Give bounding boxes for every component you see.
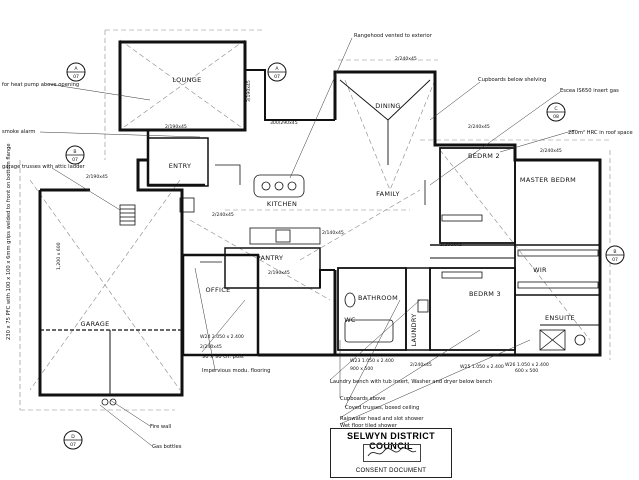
note-impervious: Impervious modu. flooring [202,368,270,374]
dim-5: 2/240x45 [468,124,490,130]
room-pantry: PANTRY [257,254,284,262]
dim-4: 2/190x45 [86,174,108,180]
note-post: 90 x 90 cn. post [202,354,244,360]
section-c-sheet: 08 [553,114,559,120]
dim-3: 3/190x45 [246,80,252,102]
dim-19: 600 x 500 [515,368,538,374]
note-smoke: smoke alarm [2,129,35,135]
dim-7: 2/140x45 [322,230,344,236]
dimension-labels: 2/240x45 2/190x45 3/190x45 2/190x45 2/24… [56,56,562,374]
dim-12: 2/290x45 [440,242,462,248]
room-lounge: LOUNGE [172,76,201,84]
annotation-notes: Rangehood vented to exterior Cupboards b… [2,33,633,450]
note-pfc: 230 x 75 PFC with 100 x 100 x 6mm grips … [6,143,12,340]
dim-6: 2/240x45 [540,148,562,154]
room-laundry: LAUNDRY [410,313,418,346]
section-marker-c: C 08 [546,102,566,122]
section-a2-letter: A [275,66,279,72]
section-d-sheet: 07 [70,442,76,448]
note-cupboards-above: Cupboards above [340,396,385,402]
section-marker-a-right: A 07 [267,62,287,82]
dim-18: 900 x 500 [350,366,373,372]
dim-9: 300/290x45 [270,120,298,126]
dim-11: 2/240x45 [200,344,222,350]
dim-1: 2/240x45 [395,56,417,62]
signature-scribble [367,447,417,457]
section-a2-sheet: 07 [274,74,280,80]
note-escea: Escea IS650 insert gas [560,88,619,94]
section-d-letter: D [71,434,75,440]
section-c-letter: C [554,106,557,112]
dining-roof-lines [339,79,431,165]
room-labels: LOUNGE DINING FAMILY KITCHEN ENTRY PANTR… [80,76,576,347]
section-b2-letter: B [613,249,616,255]
dim-14: W26 1.050 x 2.400 [505,362,549,368]
section-markers: A 07 A 07 B 07 B 07 C 08 [63,62,625,450]
room-bedroom-3: BEDRM 3 [469,290,501,298]
section-a-letter: A [74,66,78,72]
dim-8: 2/190x45 [268,270,290,276]
note-rainwater: Rainwater head and slot shower [340,416,424,422]
dim-2: 2/190x45 [165,124,187,130]
consent-stamp: SELWYN DISTRICT COUNCIL CONSENT DOCUMENT [330,428,452,478]
room-bedroom-2: BEDRM 2 [468,152,500,160]
section-b-letter: B [73,149,76,155]
room-bathroom: BATHROOM [358,294,398,302]
stamp-council: SELWYN DISTRICT COUNCIL [346,431,435,451]
dim-10: 2/240x45 [212,212,234,218]
dim-15: W25 1.050 x 2.400 [460,364,504,370]
section-b-sheet: 07 [72,157,78,163]
room-garage: GARAGE [80,320,109,328]
room-family: FAMILY [376,190,400,198]
room-dining: DINING [375,102,400,110]
fixtures [101,164,599,406]
note-heat-pump: for heat pump above opening [2,82,79,88]
room-ensuite: ENSUITE [545,314,575,322]
note-hrv: 280m² HRC in roof space [568,130,633,136]
note-laundry-bench: Laundry bench with tub insert, Washer an… [330,379,492,385]
section-marker-b-left: B 07 [65,145,85,165]
dim-20: 1,200 x 600 [56,242,62,270]
section-b2-sheet: 07 [612,257,618,263]
section-marker-d: D 07 [63,430,83,450]
dim-17: W23 1.050 x 2.400 [350,358,394,364]
section-marker-a-top: A 07 [66,62,86,82]
room-wir: WIR [533,266,547,274]
stamp-consent-document: CONSENT DOCUMENT [355,468,427,474]
note-rangehood: Rangehood vented to exterior [354,33,433,39]
note-cupboards-shelving: Cupboards below shelving [478,77,546,83]
section-marker-b-right: B 07 [605,245,625,265]
note-wet-floor: Wet floor tiled shower [340,423,398,429]
section-a-sheet: 07 [73,74,79,80]
room-kitchen: KITCHEN [267,200,297,208]
leader-lines [39,37,576,447]
note-gas-bottles: Gas bottles [152,444,182,450]
room-wc: WC [344,316,356,324]
dim-16: W24 2.050 x 2.400 [200,334,244,340]
room-master: MASTER BEDRM [520,176,576,184]
note-coved: Coved trusses, boxed ceiling [345,405,419,411]
note-trusses: garage trusses with attic ladder [2,164,86,170]
dim-13: 2/240x45 [410,362,432,368]
walls [38,40,602,397]
room-office: OFFICE [206,286,231,294]
room-entry: ENTRY [169,162,192,170]
stamp-signature-box [363,444,421,462]
construction-lines [19,29,611,411]
note-fire-wall: Fire wall [150,424,171,430]
